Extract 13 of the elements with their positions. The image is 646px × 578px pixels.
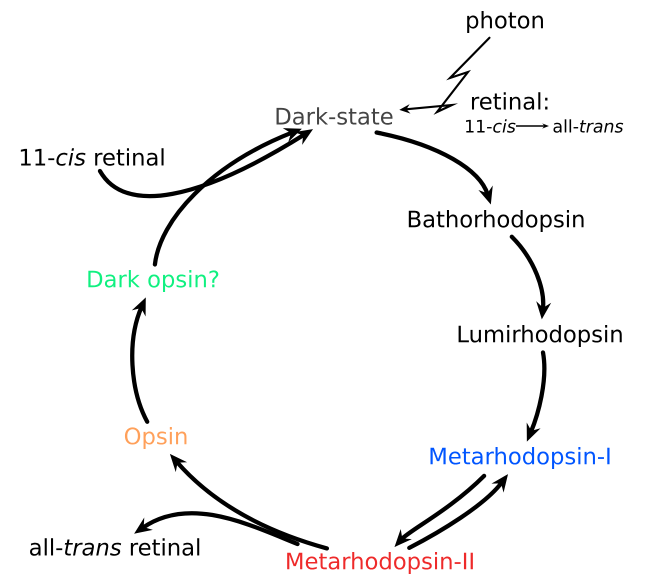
state-label: Opsin xyxy=(124,427,186,449)
state-label: Metarhodopsin-I xyxy=(430,447,610,469)
note-label: 11-cis xyxy=(466,119,516,133)
state-label: all-trans retinal xyxy=(30,538,200,556)
state-label: Dark opsin? xyxy=(88,270,218,292)
state-label: 11-cis retinal xyxy=(20,148,164,166)
note-label: all-trans xyxy=(554,119,624,133)
state-label: photon xyxy=(467,11,543,33)
note-label: retinal: xyxy=(472,92,548,110)
state-label: Dark-state xyxy=(276,107,392,125)
state-label: Lumirhodopsin xyxy=(458,325,622,347)
state-label: Metarhodopsin-II xyxy=(287,552,473,574)
state-label: Bathorhodopsin xyxy=(408,210,584,232)
